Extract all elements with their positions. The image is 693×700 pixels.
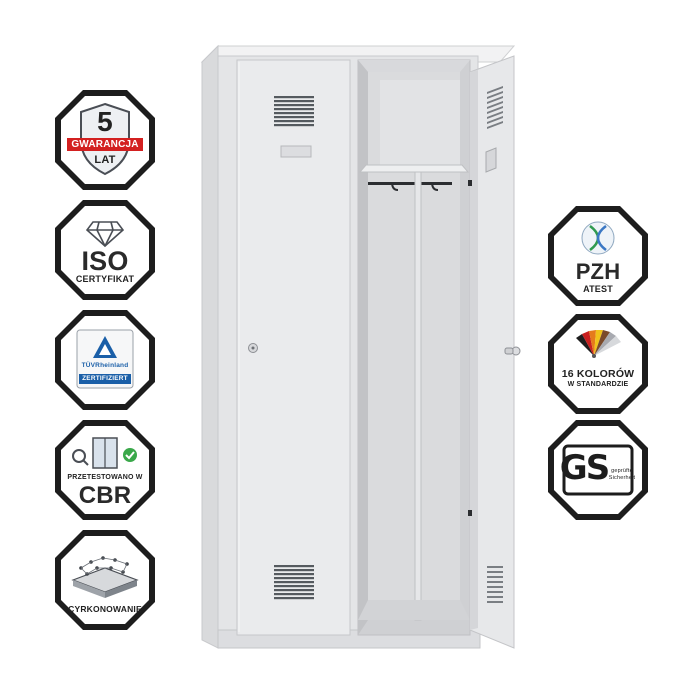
gs-mark-icon <box>562 444 634 496</box>
badge-warranty: 5 GWARANCJA LAT <box>53 88 157 192</box>
cbr-title: CBR <box>78 482 132 509</box>
vent-top <box>274 96 314 127</box>
galvanized-sub: CYRKONOWANIE <box>68 604 142 614</box>
gs-title: GS <box>559 448 610 488</box>
divider <box>414 171 422 621</box>
badge-iso: ISO CERTYFIKAT <box>53 198 157 302</box>
badge-cbr: PRZETESTOWANO W CBR <box>53 418 157 522</box>
diamond-icon <box>85 221 125 248</box>
clothes-rail <box>368 182 452 185</box>
pzh-title: PZH <box>575 259 621 284</box>
warranty-sub: LAT <box>94 154 116 166</box>
hat-shelf <box>358 164 470 173</box>
tuv-sub: ZERTIFIZIERT <box>82 375 128 382</box>
badge-pzh: PZH ATEST <box>546 204 650 308</box>
cbr-small: PRZETESTOWANO W <box>67 474 143 481</box>
colors-sub: W STANDARDZIE <box>567 381 629 388</box>
layers-icon <box>71 556 139 598</box>
badge-gs: GS geprüfte Sicherheit <box>546 418 650 522</box>
gs-line1: geprüfte <box>611 468 633 474</box>
iso-sub: CERTYFIKAT <box>75 274 135 284</box>
hook-icon <box>391 181 399 191</box>
label-holder <box>280 145 312 158</box>
gs-line2: Sicherheit <box>608 475 636 481</box>
warranty-ribbon: GWARANCJA <box>71 139 139 150</box>
check-icon <box>123 448 137 462</box>
cabinet-icon <box>92 437 118 469</box>
iso-title: ISO <box>81 246 129 276</box>
colors-title: 16 KOLORÓW <box>561 368 635 380</box>
door-vent-bottom <box>487 566 503 603</box>
magnifier-icon <box>72 449 89 466</box>
vent-bottom <box>274 565 314 600</box>
badge-tuv: TÜVRheinland ZERTIFIZIERT <box>53 308 157 412</box>
tuv-brand: TÜVRheinland <box>81 362 129 369</box>
badge-galvanized: CYRKONOWANIE <box>53 528 157 632</box>
badge-colors: 16 KOLORÓW W STANDARDZIE <box>546 312 650 416</box>
pzh-sub: ATEST <box>583 284 613 294</box>
color-fan-icon <box>576 330 621 358</box>
door-vent-top <box>487 86 503 129</box>
warranty-number: 5 <box>97 106 113 137</box>
